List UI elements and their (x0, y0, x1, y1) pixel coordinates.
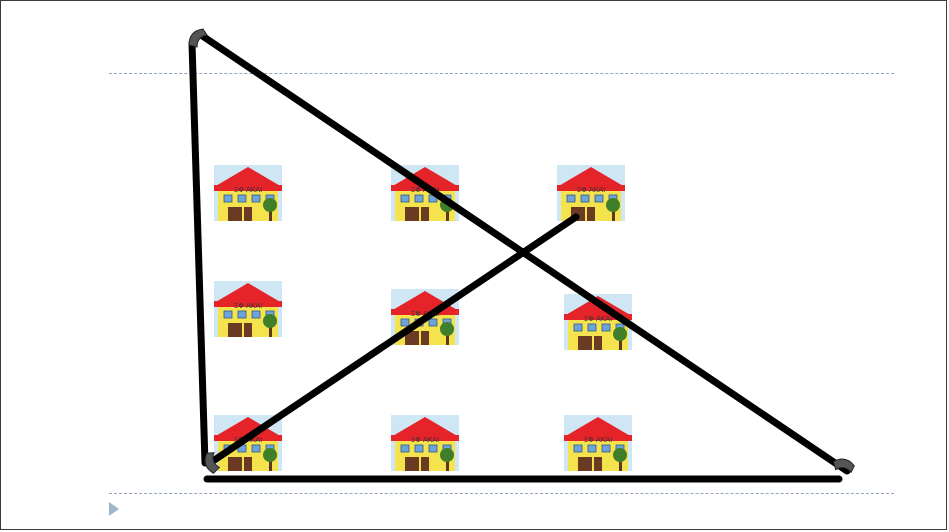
route-line-left (192, 43, 205, 463)
house-icon (214, 281, 282, 337)
house-icon (214, 165, 282, 221)
house-icon (391, 415, 459, 471)
house-icon (557, 165, 625, 221)
house-icon (564, 415, 632, 471)
turn-arrow-icon (832, 454, 857, 479)
